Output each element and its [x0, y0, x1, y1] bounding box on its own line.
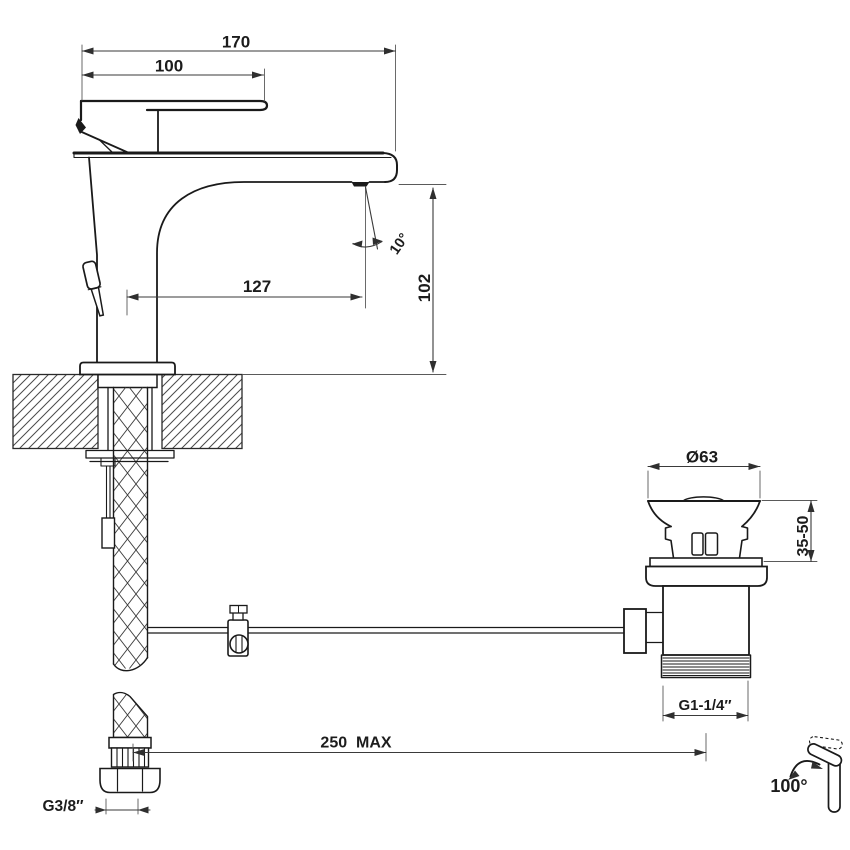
shank-tube-walls [107, 386, 153, 451]
handle-pivot-shadow [75, 118, 86, 134]
waste-thread-edges [660, 654, 752, 679]
hose-fitting-rib-lines [116, 747, 146, 768]
swivel-indicator: 100° [770, 736, 843, 813]
dim-102: 102 [242, 184, 447, 375]
rod-socket-block [623, 608, 647, 654]
shank-collar [97, 373, 158, 389]
hose-hex-nut-facets [116, 767, 144, 792]
popup-knob-seam [87, 286, 102, 291]
waste-drain-assembly [623, 496, 768, 679]
handle-lever-bar [79, 99, 269, 112]
counter-hatch-right [161, 373, 243, 450]
body-left-edge [88, 156, 98, 364]
dim-label-g3-8: G3/8″ [42, 798, 84, 815]
dim-label-102: 102 [415, 274, 434, 302]
dim-127: 127 [126, 187, 366, 316]
dim-diameter-63: Ø63 [647, 448, 761, 499]
aerator-outlet [351, 182, 370, 187]
under-deck-washer [85, 449, 175, 463]
clamp-side-screw-slot [235, 635, 243, 653]
spout-top-inner-line [73, 152, 392, 159]
handle-base-inner-slope [98, 138, 114, 154]
waste-cap-funnel [647, 500, 761, 528]
dim-250-max: 250 MAX [132, 733, 707, 762]
hose-break-cut [112, 656, 149, 672]
waste-cap-dome [682, 496, 725, 502]
popup-knob-stem [90, 286, 105, 317]
spout-underside [156, 181, 386, 364]
waste-body-sides [664, 525, 749, 559]
mini-faucet-lever-raised-dashed [808, 736, 843, 750]
popup-knob-cap [82, 260, 101, 290]
dim-label-35-50: 35-50 [795, 515, 812, 556]
rotation-arrow-icon [789, 760, 821, 778]
waste-clip-right [704, 532, 719, 556]
waste-drain-body [662, 585, 750, 656]
hose-fitting-collar [108, 736, 152, 749]
base-flange [79, 361, 176, 376]
swivel-angle-label: 100° [770, 776, 807, 796]
handle-base-slope [78, 130, 129, 154]
waste-clip-left [691, 532, 704, 556]
dim-label-g1-1-4: G1-1/4″ [678, 697, 731, 714]
counter-hatch-left [12, 373, 99, 450]
dim-g3-8: G3/8″ [42, 798, 151, 815]
waste-flange-plate [649, 557, 763, 568]
rod-socket-steps [645, 611, 664, 644]
mini-faucet-lever [807, 743, 843, 767]
vertical-rod [105, 465, 111, 519]
dim-label-diameter63: Ø63 [686, 448, 718, 467]
dim-10-degrees: 10° [352, 186, 413, 258]
mixer-side-view [72, 99, 398, 376]
popup-knob [82, 260, 105, 317]
dim-label-10deg: 10° [387, 230, 413, 257]
dim-label-170: 170 [222, 33, 250, 52]
clamp-side-screw [229, 634, 249, 654]
dim-label-100: 100 [155, 57, 183, 76]
dim-label-127: 127 [243, 277, 271, 296]
hose-hex-nut [99, 767, 161, 794]
dim-170: 170 [81, 33, 397, 152]
dim-100: 100 [81, 57, 265, 102]
waste-flange-rounded [645, 565, 768, 587]
dim-label-250-max: 250 MAX [320, 735, 391, 752]
hose-braid-lower [112, 691, 149, 739]
counter-cross-section [12, 373, 243, 450]
supply-hose [97, 373, 161, 794]
waste-thread-lines [662, 657, 750, 676]
dim-35-50: 35-50 [761, 499, 818, 563]
vertical-rod-end-block [101, 517, 116, 549]
spout-tip-corner [382, 152, 398, 183]
hose-braid-upper [113, 387, 148, 669]
horizontal-rod [147, 626, 625, 634]
rod-guide-block [100, 457, 116, 467]
popup-rod-linkage [85, 449, 625, 657]
dim-g1-1-4: G1-1/4″ [662, 680, 749, 722]
